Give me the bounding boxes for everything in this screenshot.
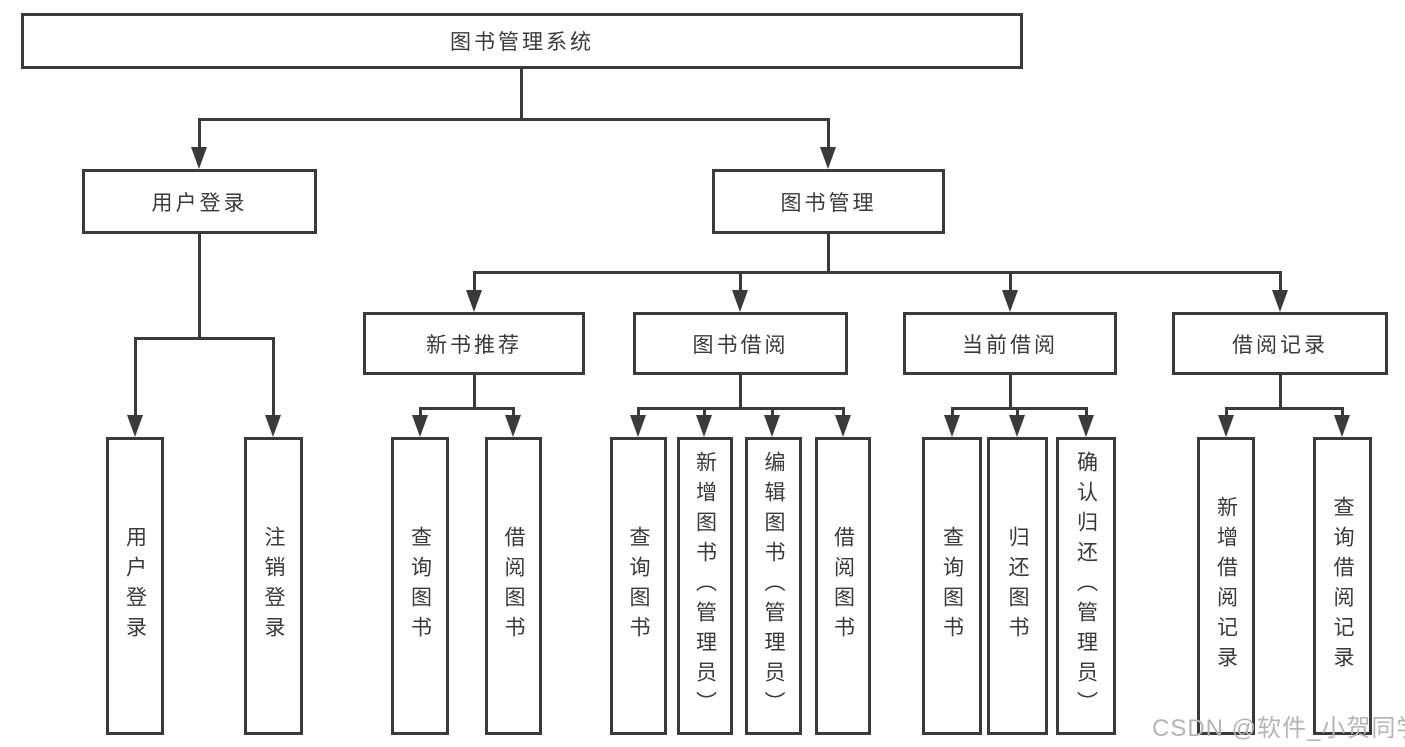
- leaf-label: 借阅图书: [502, 526, 525, 646]
- arrow-down-icon: [1218, 415, 1234, 437]
- leaf-label: 查询图书: [627, 526, 650, 646]
- arrow-down-icon: [505, 415, 521, 437]
- connector-line: [1009, 375, 1012, 407]
- leaf-query-books-recommend: 查询图书: [391, 437, 449, 735]
- arrow-down-icon: [1334, 415, 1350, 437]
- leaf-label: 查询图书: [408, 526, 432, 646]
- arrow-down-icon: [1009, 415, 1025, 437]
- leaf-user-login: 用户登录: [106, 437, 164, 735]
- connector-line: [1279, 271, 1282, 290]
- connector-line: [134, 337, 137, 415]
- arrow-down-icon: [1078, 415, 1094, 437]
- arrow-down-icon: [412, 415, 428, 437]
- connector-line: [198, 118, 830, 121]
- node-book-borrow: 图书借阅: [633, 312, 848, 375]
- leaf-query-borrow-record: 查询借阅记录: [1313, 437, 1372, 735]
- connector-line: [827, 234, 830, 271]
- leaf-label: 查询借阅记录: [1331, 496, 1354, 676]
- connector-line: [1225, 407, 1343, 410]
- connector-line: [134, 337, 275, 340]
- leaf-label: 新增借阅记录: [1214, 496, 1238, 676]
- arrow-down-icon: [732, 290, 748, 312]
- node-root: 图书管理系统: [21, 13, 1023, 69]
- connector-line: [1085, 407, 1088, 417]
- leaf-add-borrow-record: 新增借阅记录: [1197, 437, 1255, 735]
- leaf-label: 用户登录: [123, 526, 147, 646]
- arrow-down-icon: [1272, 290, 1288, 312]
- node-borrow-records: 借阅记录: [1172, 312, 1388, 375]
- node-current-borrow: 当前借阅: [903, 312, 1117, 375]
- arrow-down-icon: [127, 415, 143, 437]
- connector-line: [951, 407, 1087, 410]
- connector-line: [739, 375, 742, 407]
- leaf-label: 归还图书: [1006, 526, 1029, 646]
- node-book-management: 图书管理: [712, 169, 945, 234]
- connector-line: [1225, 407, 1228, 417]
- leaf-label: 确认归还（管理员）: [1074, 451, 1098, 721]
- connector-line: [473, 271, 1281, 274]
- connector-line: [637, 407, 845, 410]
- arrow-down-icon: [696, 415, 712, 437]
- leaf-edit-book-admin: 编辑图书（管理员）: [745, 437, 802, 735]
- leaf-borrow-books-recommend: 借阅图书: [485, 437, 542, 735]
- connector-line: [520, 69, 523, 118]
- node-label: 图书借阅: [692, 333, 789, 357]
- leaf-label: 注销登录: [262, 526, 285, 646]
- connector-line: [512, 407, 515, 417]
- connector-line: [739, 271, 742, 290]
- connector-line: [1279, 375, 1282, 407]
- arrow-down-icon: [944, 415, 960, 437]
- node-label: 新书推荐: [426, 333, 522, 357]
- leaf-add-book-admin: 新增图书（管理员）: [677, 437, 733, 735]
- connector-line: [1009, 271, 1012, 290]
- leaf-label: 借阅图书: [831, 526, 855, 646]
- connector-line: [1016, 407, 1019, 417]
- leaf-query-books-current: 查询图书: [922, 437, 982, 735]
- connector-line: [637, 407, 640, 417]
- connector-line: [198, 118, 201, 147]
- leaf-borrow-books-2: 借阅图书: [815, 437, 871, 735]
- arrow-down-icon: [191, 147, 207, 169]
- arrow-down-icon: [630, 415, 646, 437]
- node-label: 当前借阅: [962, 333, 1058, 357]
- arrow-down-icon: [1002, 290, 1018, 312]
- connector-line: [1341, 407, 1344, 417]
- node-new-book-recommend: 新书推荐: [363, 312, 585, 375]
- leaf-return-book: 归还图书: [987, 437, 1048, 735]
- node-label: 图书管理: [780, 191, 877, 215]
- connector-line: [198, 234, 201, 337]
- node-label: 借阅记录: [1232, 333, 1328, 357]
- node-user-login: 用户登录: [82, 169, 317, 234]
- connector-line: [272, 337, 275, 415]
- connector-line: [951, 407, 954, 417]
- connector-line: [827, 118, 830, 147]
- leaf-query-books-borrow: 查询图书: [610, 437, 667, 735]
- arrow-down-icon: [820, 147, 836, 169]
- node-label: 图书管理系统: [450, 31, 594, 54]
- connector-line: [419, 407, 515, 410]
- connector-line: [419, 407, 422, 417]
- connector-line: [771, 407, 774, 417]
- connector-line: [703, 407, 706, 417]
- leaf-label: 查询图书: [940, 526, 964, 646]
- connector-line: [842, 407, 845, 417]
- arrow-down-icon: [466, 290, 482, 312]
- arrow-down-icon: [835, 415, 851, 437]
- connector-line: [473, 271, 476, 290]
- node-label: 用户登录: [151, 191, 248, 215]
- leaf-label: 新增图书（管理员）: [693, 451, 717, 721]
- connector-line: [473, 375, 476, 407]
- leaf-logout: 注销登录: [244, 437, 303, 735]
- leaf-label: 编辑图书（管理员）: [762, 451, 785, 721]
- arrow-down-icon: [764, 415, 780, 437]
- arrow-down-icon: [265, 415, 281, 437]
- leaf-confirm-return-admin: 确认归还（管理员）: [1056, 437, 1116, 735]
